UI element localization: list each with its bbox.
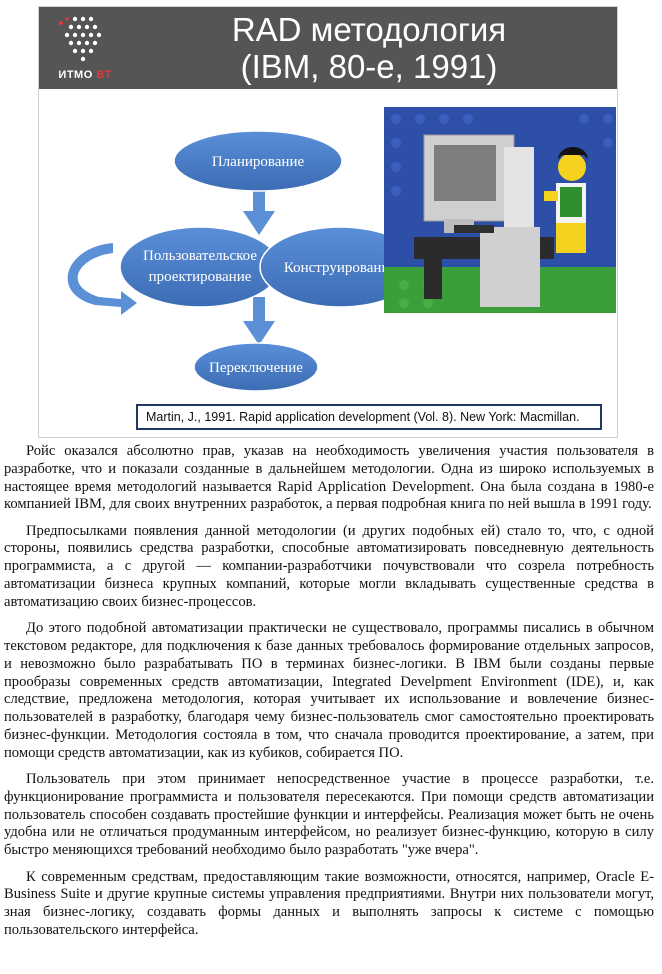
paragraph: Пользователь при этом принимает непосред… xyxy=(4,771,654,859)
slide-title-line1: RAD методология xyxy=(231,11,507,48)
arrow-down-icon xyxy=(243,181,275,235)
paragraph: Предпосылками появления данной методолог… xyxy=(4,522,654,610)
logo-text: ИТМО ВТ xyxy=(58,69,112,81)
arrow-down-icon xyxy=(243,297,275,345)
paragraph: До этого подобной автоматизации практиче… xyxy=(4,620,654,761)
slide: ИТМО ВТ RAD методология (IBM, 80-е, 1991… xyxy=(38,6,618,438)
itmo-logo: ИТМО ВТ xyxy=(47,11,119,85)
user-design-label-line1: Пользовательское xyxy=(143,248,257,264)
slide-body: Планирование Пользовательское проектиров… xyxy=(39,89,617,437)
slide-title-line2: (IBM, 80-е, 1991) xyxy=(240,48,498,85)
construction-label: Конструирование xyxy=(284,260,397,276)
cutover-label: Переключение xyxy=(209,360,303,376)
curved-arrow-icon xyxy=(67,243,137,315)
slide-header: ИТМО ВТ RAD методология (IBM, 80-е, 1991… xyxy=(39,7,617,89)
article-text: Ройс оказался абсолютно прав, указав на … xyxy=(4,443,654,948)
user-design-label-line2: проектирование xyxy=(149,269,252,285)
rad-cycle-diagram: Планирование Пользовательское проектиров… xyxy=(67,130,452,392)
user-design-ellipse xyxy=(119,226,281,308)
paragraph: Ройс оказался абсолютно прав, указав на … xyxy=(4,443,654,513)
lego-illustration xyxy=(384,107,616,313)
planning-label: Планирование xyxy=(212,154,305,170)
cutover-ellipse xyxy=(193,342,319,392)
lego-programmer-image xyxy=(384,107,616,313)
logo-dots-icon xyxy=(59,16,102,62)
paragraph: К современным средствам, предоставляющим… xyxy=(4,868,654,938)
planning-ellipse xyxy=(173,130,343,192)
slide-title: RAD методология (IBM, 80-е, 1991) xyxy=(139,11,599,85)
citation-box: Martin, J., 1991. Rapid application deve… xyxy=(136,404,602,430)
